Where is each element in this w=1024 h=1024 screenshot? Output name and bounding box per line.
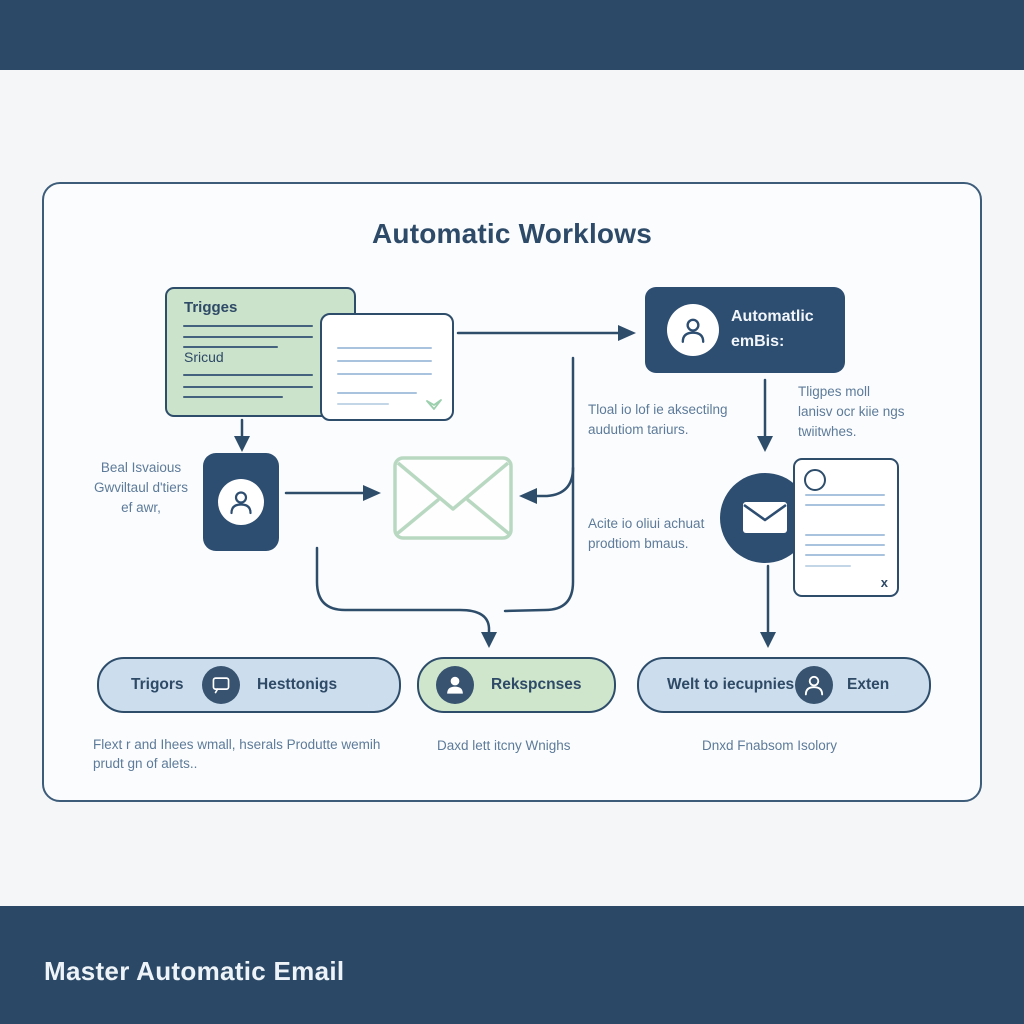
corner-x-label: x [880, 575, 888, 590]
person-icon [230, 491, 252, 515]
text-line [337, 360, 432, 362]
text-line [805, 565, 851, 567]
node-label-line1: Automatlic [731, 308, 814, 325]
pill-label: Welt to iecupnies [667, 676, 795, 693]
chat-icon [202, 666, 240, 704]
caption-line: Flext r and Ihees wmall, hserals Produtt… [93, 737, 381, 752]
pill-recipients: Welt to iecupnies Exten [637, 657, 931, 713]
trigger-card-title: Trigges [184, 299, 238, 316]
circle-icon [804, 469, 826, 491]
note-center-top: Tloal io lof ie aksectilng audutiom tari… [588, 400, 753, 440]
text-line [183, 386, 313, 388]
note-line: Tloal io lof ie aksectilng [588, 402, 728, 417]
avatar [667, 304, 719, 356]
document-card [320, 313, 454, 421]
note-line: ef awr, [121, 500, 161, 515]
note-line: Tligpes moll [798, 384, 871, 399]
caption-triggers: Flext r and Ihees wmall, hserals Produtt… [93, 735, 473, 773]
caption-responses: Daxd lett itcny Wnighs [437, 738, 571, 753]
pill-responses: Rekspcnses [417, 657, 616, 713]
pill-triggers: Trigors Hesttonigs [97, 657, 401, 713]
note-line: Gwviltaul d'tiers [93, 480, 189, 495]
text-line [183, 336, 313, 338]
text-line [183, 325, 313, 327]
envelope-icon [393, 456, 513, 540]
note-line: audutiom tariurs. [588, 422, 689, 437]
pill-label: Hesttonigs [257, 676, 338, 693]
text-line [183, 396, 283, 398]
diagram-title: Automatic Worklows [371, 218, 652, 249]
top-banner [0, 0, 1024, 70]
text-line [337, 347, 432, 349]
note-line: Beal Isvaious [100, 460, 182, 475]
email-document-card: x [793, 458, 899, 597]
pill-label: Trigors [131, 676, 184, 693]
text-line [337, 403, 389, 405]
check-icon [426, 399, 442, 410]
node-label: Automatlic emBis: [731, 304, 814, 354]
node-label-line2: emBis: [731, 333, 785, 350]
text-line [805, 554, 885, 556]
text-line [805, 534, 885, 536]
text-line [337, 392, 417, 394]
footer-banner [0, 906, 1024, 1024]
mail-icon [743, 502, 787, 533]
person-icon [436, 666, 474, 704]
trigger-card-subtitle: Sricud [184, 349, 224, 365]
note-line: lanisv ocr kiie ngs [798, 404, 905, 419]
note-line: Acite io oliui achuat [588, 516, 705, 531]
automatic-emails-node: Automatlic emBis: [645, 287, 845, 373]
text-line [805, 504, 885, 506]
pill-label: Exten [847, 676, 890, 693]
note-right: Tligpes moll lanisv ocr kiie ngs twiitwh… [798, 382, 923, 442]
footer-title: Master Automatic Email [44, 956, 345, 986]
text-line [805, 544, 885, 546]
text-line [183, 346, 278, 348]
caption-recipients: Dnxd Fnabsom Isolory [702, 738, 838, 753]
note-center-bottom: Acite io oliui achuat prodtiom bmaus. [588, 514, 753, 554]
note-left: Beal Isvaious Gwviltaul d'tiers ef awr, [76, 458, 206, 518]
person-icon [681, 318, 705, 343]
person-icon [795, 666, 833, 704]
note-line: twiitwhes. [798, 424, 857, 439]
pill-label: Rekspcnses [491, 676, 582, 693]
note-line: prodtiom bmaus. [588, 536, 689, 551]
text-line [337, 373, 432, 375]
contact-card [203, 453, 279, 551]
avatar [218, 479, 264, 525]
text-line [805, 494, 885, 496]
caption-line: prudt gn of alets.. [93, 756, 198, 771]
text-line [183, 374, 313, 376]
